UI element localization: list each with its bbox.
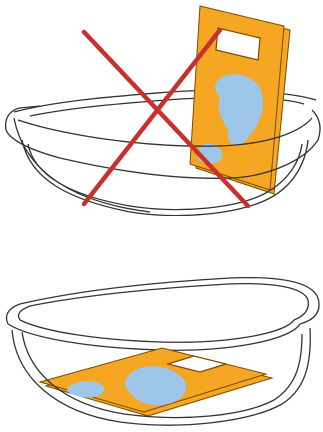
panel-correct — [0, 216, 323, 432]
container-with-flat-sheet-illustration — [0, 216, 323, 432]
container-with-standing-sheet-illustration — [0, 0, 323, 216]
container-rim — [7, 278, 320, 351]
standing-sheet — [190, 6, 290, 194]
panel-incorrect — [0, 0, 323, 216]
flat-sheet — [40, 348, 272, 416]
